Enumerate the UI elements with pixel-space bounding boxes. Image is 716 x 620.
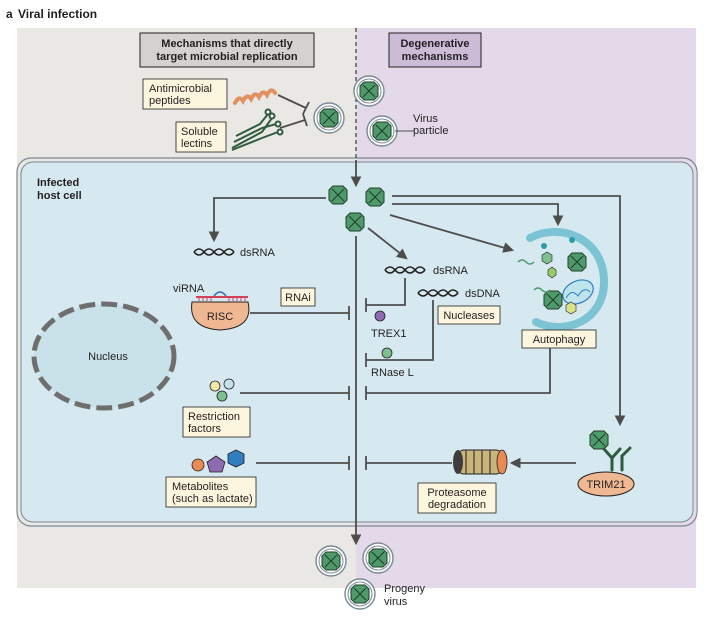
autophagy-virus-1 [567, 252, 587, 272]
metabolite-circle [191, 458, 205, 472]
autophagy-virus-2 [543, 290, 563, 310]
dsrna-left-label: dsRNA [240, 247, 276, 259]
lectins-line1: Soluble [181, 126, 218, 138]
panel-title: Viral infection [18, 7, 97, 21]
header-left-box [139, 32, 315, 68]
rnase-connector [366, 300, 434, 361]
proteasome-line1: Proteasome [427, 487, 486, 499]
virus-targeted-icon [313, 102, 345, 134]
mitochondrion [562, 279, 594, 305]
metabolites-line2: (such as lactate) [172, 493, 253, 505]
risc-complex [191, 301, 250, 331]
trex1-label: TREX1 [371, 328, 406, 340]
intracellular-virus-3 [345, 212, 365, 232]
restriction-factor-1 [209, 380, 221, 392]
autophagy-cargo-1 [541, 251, 553, 265]
restriction-factor-3 [216, 390, 228, 402]
arrow-to-autophagy-wide [389, 214, 515, 253]
infected-cell-line1: Infected [37, 177, 79, 189]
nucleus-label: Nucleus [88, 351, 128, 363]
autophagy-cargo-5 [569, 237, 575, 243]
autophagy-cargo-3 [547, 266, 557, 279]
proteasome-icon [453, 449, 508, 475]
virna-strand-icon [196, 291, 248, 301]
dsrna-mid-label: dsRNA [433, 265, 469, 277]
autophagy-cargo-4 [541, 243, 547, 249]
rnai-box [280, 287, 316, 307]
virus-entering-icon [353, 75, 385, 107]
nucleases-label: Nucleases [443, 310, 495, 322]
infected-cell-line2: host cell [37, 190, 82, 202]
peptide-helix-icon [233, 88, 277, 105]
arrow-to-dsrna-left [208, 197, 326, 243]
progeny-virus-2 [362, 542, 394, 574]
rnai-label: RNAi [285, 292, 311, 304]
infected-host-cell-outer [16, 157, 698, 527]
proteasome-line2: degradation [428, 499, 486, 511]
peptide-inhibit-bar [302, 101, 310, 115]
virus-particle-icon [366, 115, 398, 147]
restriction-box [182, 406, 251, 438]
virna-label: viRNA [173, 283, 205, 295]
virus-particle-line2: particle [413, 125, 448, 137]
autophagosome [526, 227, 609, 331]
restriction-factor-2 [223, 378, 235, 390]
trex1-connector [387, 278, 406, 306]
header-right-line2: mechanisms [402, 51, 469, 63]
header-left-line1: Mechanisms that directly [161, 38, 293, 50]
arrow-to-dsrna-mid [367, 227, 408, 260]
peptide-inhibit-line [277, 94, 307, 109]
metabolites-box [165, 476, 257, 508]
antibody-icon [602, 446, 632, 472]
metabolite-hexagon [227, 449, 245, 468]
autophagy-cargo-2 [565, 301, 577, 315]
lectin-inhibit-line [279, 119, 306, 129]
antimicrobial-line2: peptides [149, 95, 191, 107]
dsrna-mid-helix-icon [384, 266, 426, 274]
header-left-line2: target microbial replication [156, 51, 297, 63]
autophagy-cargo-rna-1 [517, 259, 535, 265]
nucleases-box [437, 305, 501, 325]
autophagy-inhibit-line [366, 348, 551, 394]
panel-letter: a [6, 7, 13, 21]
trim21-label: TRIM21 [586, 479, 625, 491]
risc-label: RISC [207, 311, 233, 323]
lectin-inhibit-bar [302, 113, 308, 127]
lectins-box [175, 121, 227, 153]
antimicrobial-line1: Antimicrobial [149, 83, 212, 95]
autophagy-cargo-rna-2 [533, 287, 551, 293]
restriction-line2: factors [188, 423, 222, 435]
autophagy-label: Autophagy [533, 334, 586, 346]
proteasome-box [417, 482, 497, 514]
header-right-box [388, 32, 482, 68]
rnase-l-label: RNase L [371, 367, 414, 379]
metabolite-pentagon [206, 455, 226, 473]
arrow-to-autophagy [392, 203, 564, 227]
trim21-virus [589, 430, 609, 450]
lectins-line2: lectins [181, 138, 213, 150]
mitochondrion-cristae [565, 289, 591, 299]
intracellular-virus-1 [328, 185, 348, 205]
dsdna-helix-icon [417, 289, 459, 297]
header-right-line1: Degenerative [400, 38, 469, 50]
arrow-to-trim21 [392, 195, 626, 427]
virus-particle-line1: Virus [413, 113, 438, 125]
intracellular-virus-2 [365, 187, 385, 207]
progeny-virus-3 [344, 578, 376, 610]
autophagy-box [521, 329, 597, 349]
metabolites-line1: Metabolites [172, 481, 229, 493]
dsdna-label: dsDNA [465, 288, 501, 300]
rnase-l-enzyme [381, 347, 393, 359]
progeny-virus-1 [315, 545, 347, 577]
nucleus [31, 301, 177, 411]
restriction-line1: Restriction [188, 411, 240, 423]
antimicrobial-box [142, 78, 228, 110]
dsrna-left-helix-icon [193, 248, 235, 256]
lectin-icon [231, 108, 284, 151]
trim21-protein [577, 471, 635, 497]
trex1-enzyme [374, 310, 386, 322]
progeny-line2: virus [384, 596, 408, 608]
progeny-line1: Progeny [384, 583, 425, 595]
